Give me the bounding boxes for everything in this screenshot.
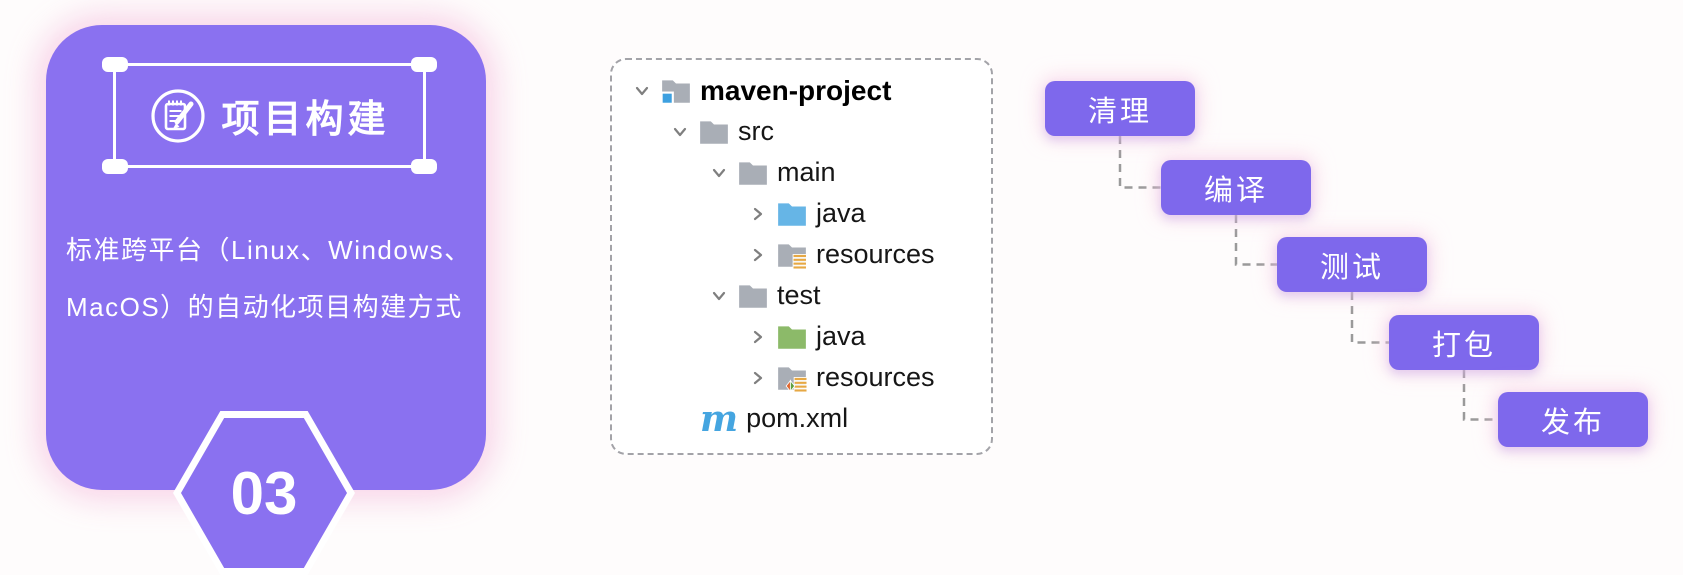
card-description-line1: 标准跨平台（Linux、Windows、 <box>66 235 472 265</box>
tree-item-pom-xml[interactable]: m pom.xml <box>700 398 848 439</box>
tree-item-label: test <box>777 280 821 310</box>
tree-item-label: maven-project <box>700 74 892 106</box>
tree-item-label: pom.xml <box>746 403 849 433</box>
sources-folder-icon <box>778 202 806 226</box>
tree-item-main-resources[interactable]: resources <box>748 234 935 275</box>
card-description-line2: MacOS）的自动化项目构建方式 <box>66 292 463 322</box>
badge-number: 03 <box>230 459 298 527</box>
topic-card: 项目构建 标准跨平台（Linux、Windows、 MacOS）的自动化项目构建… <box>46 25 486 575</box>
pipeline-step-deploy: 发布 <box>1498 392 1648 447</box>
frame-corner-handle <box>102 159 128 174</box>
test-sources-folder-icon <box>778 325 806 349</box>
tree-item-test-java[interactable]: java <box>748 316 866 357</box>
tree-item-main[interactable]: main <box>709 152 836 193</box>
pipeline-step-label: 清理 <box>1087 95 1152 128</box>
tree-item-label: java <box>816 198 866 228</box>
tree-item-label: java <box>816 321 866 351</box>
chevron-right-icon[interactable] <box>748 245 768 265</box>
resources-folder-icon <box>778 243 807 269</box>
chevron-right-icon[interactable] <box>748 368 768 388</box>
notepad-pencil-icon <box>151 88 206 143</box>
folder-icon <box>739 284 767 308</box>
pipeline-step-label: 编译 <box>1203 174 1268 207</box>
chevron-right-icon[interactable] <box>748 327 768 347</box>
pipeline-step-label: 发布 <box>1540 406 1605 439</box>
pipeline-step-test: 测试 <box>1277 237 1427 292</box>
tree-item-main-java[interactable]: java <box>748 193 866 234</box>
pipeline-step-compile: 编译 <box>1161 160 1311 215</box>
tree-item-label: src <box>738 116 774 146</box>
chevron-down-icon[interactable] <box>670 122 690 142</box>
project-tree-panel: maven-project src main java <box>610 58 993 455</box>
tree-item-src[interactable]: src <box>670 111 774 152</box>
frame-corner-handle <box>411 159 437 174</box>
chevron-right-icon[interactable] <box>748 204 768 224</box>
maven-m-icon: m <box>700 397 739 440</box>
folder-icon <box>700 120 728 144</box>
frame-corner-handle <box>411 57 437 72</box>
card-title: 项目构建 <box>221 99 390 141</box>
tree-item-test-resources[interactable]: resources <box>748 357 935 398</box>
pipeline-step-clean: 清理 <box>1045 81 1195 136</box>
pipeline-step-label: 测试 <box>1319 251 1384 284</box>
pipeline-step-package: 打包 <box>1389 315 1539 370</box>
tree-item-label: resources <box>816 362 935 392</box>
pipeline-step-label: 打包 <box>1431 329 1496 362</box>
chevron-down-icon[interactable] <box>632 81 652 101</box>
card-description: 标准跨平台（Linux、Windows、 MacOS）的自动化项目构建方式 <box>66 237 472 351</box>
module-folder-icon <box>660 79 690 105</box>
number-badge-hexagon: 03 <box>173 411 355 575</box>
tree-item-test[interactable]: test <box>709 275 821 316</box>
folder-icon <box>739 161 767 185</box>
frame-corner-handle <box>102 57 128 72</box>
tree-item-label: resources <box>816 239 935 269</box>
tree-item-maven-project[interactable]: maven-project <box>632 70 891 111</box>
chevron-down-icon[interactable] <box>709 163 729 183</box>
title-frame: 项目构建 <box>102 57 437 174</box>
chevron-down-icon[interactable] <box>709 286 729 306</box>
tree-item-label: main <box>777 157 836 187</box>
test-resources-folder-icon <box>778 366 808 392</box>
